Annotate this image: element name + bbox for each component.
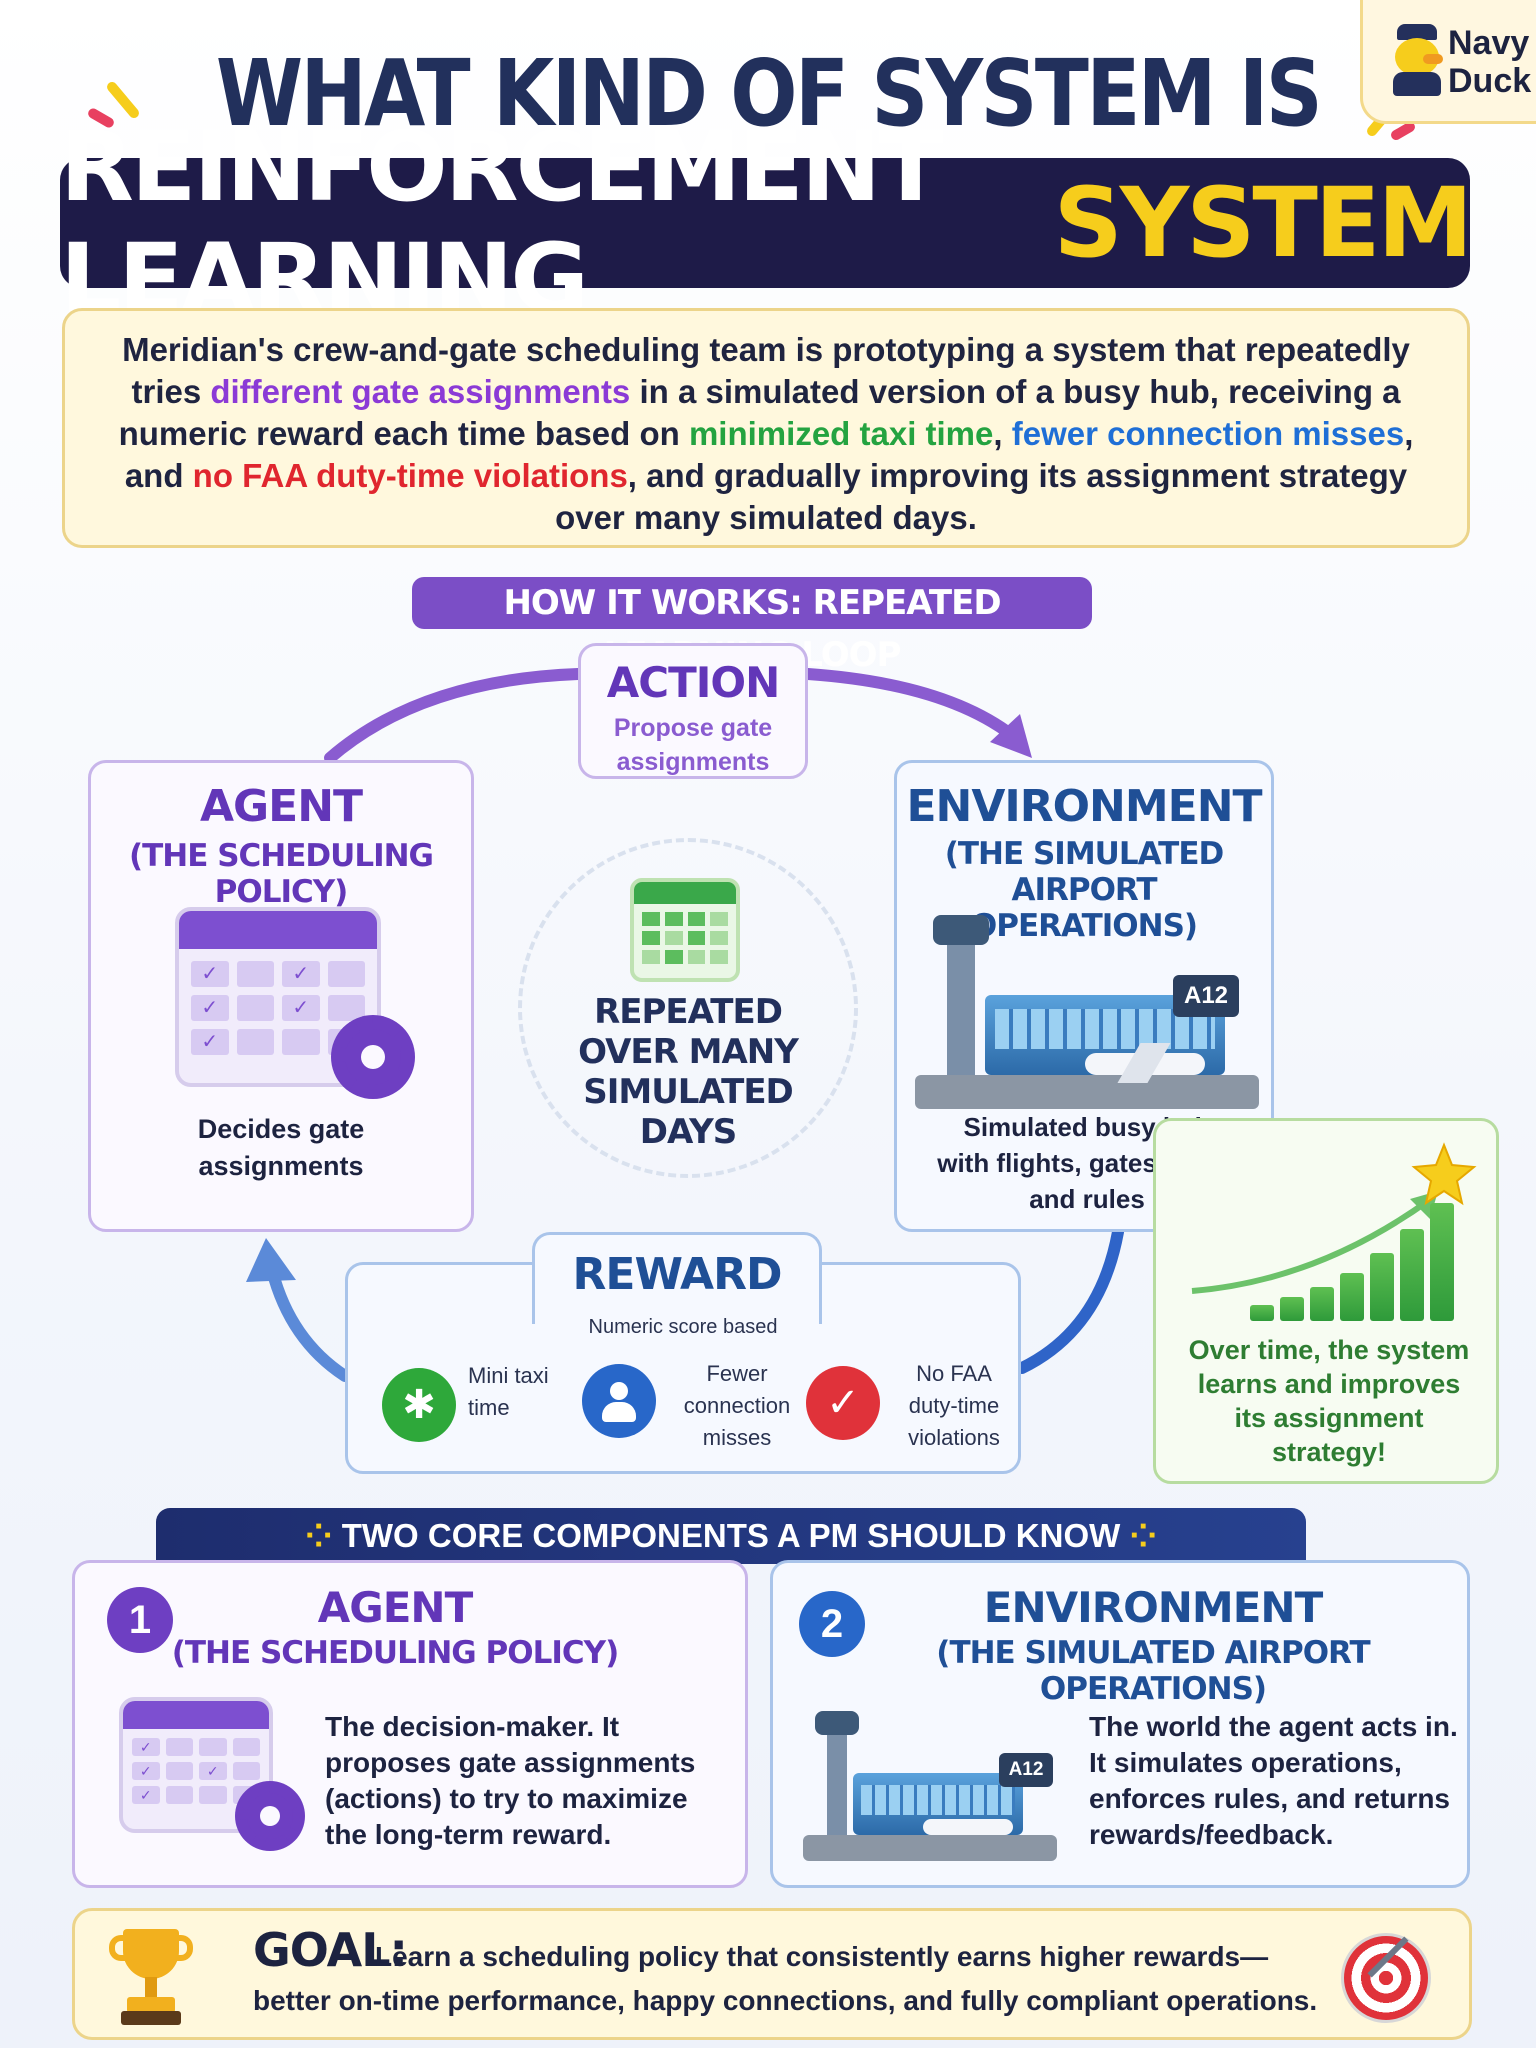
banner-highlight: SYSTEM (1053, 167, 1473, 279)
component-number: 1 (107, 1587, 173, 1653)
reward-tab: REWARD (532, 1232, 822, 1324)
component-environment-card: 2 ENVIRONMENT (THE SIMULATED AIRPORT OPE… (770, 1560, 1470, 1888)
component-subtitle: (THE SCHEDULING POLICY) (171, 1635, 620, 1671)
component-subtitle: (THE SIMULATED AIRPORT OPERATIONS) (936, 1635, 1370, 1707)
agent-title: AGENT (199, 781, 363, 832)
goal-text-line1: Learn a scheduling policy that consisten… (375, 1941, 1269, 1972)
growth-text: Over time, the system learns and improve… (1188, 1335, 1470, 1467)
gate-sign: A12 (1173, 975, 1239, 1017)
goal-label: GOAL: (253, 1923, 408, 1977)
agent-card: AGENT (THE SCHEDULING POLICY) ✓✓ ✓✓ ✓ De… (88, 760, 474, 1232)
logo-text: Navy Duck (1448, 24, 1532, 100)
shield-check-icon: ✓ (806, 1366, 880, 1440)
growth-bar (1250, 1305, 1274, 1321)
growth-bar (1400, 1229, 1424, 1321)
airplane-icon (923, 1819, 1013, 1835)
reward-item-label: Fewer connection misses (683, 1361, 791, 1450)
component-number: 2 (799, 1591, 865, 1657)
action-title: ACTION (606, 658, 780, 707)
gear-icon (331, 1015, 415, 1099)
trophy-icon (105, 1925, 197, 2029)
growth-bar (1340, 1273, 1364, 1321)
agent-subtitle: (THE SCHEDULING POLICY) (128, 838, 434, 910)
sparkle-icon: ⁘ (1120, 1517, 1158, 1554)
target-icon (1341, 1933, 1431, 2023)
duck-mascot-icon (1389, 24, 1445, 96)
people-icon (582, 1364, 656, 1438)
component-agent-card: 1 AGENT (THE SCHEDULING POLICY) ✓ ✓✓ ✓ T… (72, 1560, 748, 1888)
gate-sign: A12 (999, 1753, 1053, 1787)
loop-center-ring (518, 838, 858, 1178)
growth-card: Over time, the system learns and improve… (1153, 1118, 1499, 1484)
loop-section-label: HOW IT WORKS: REPEATED LEARNING LOOP (412, 577, 1092, 675)
action-description: Propose gate assignments (613, 714, 773, 776)
reward-item-label: No FAA duty-time violations (908, 1361, 1000, 1450)
intro-description: Meridian's crew-and-gate scheduling team… (62, 308, 1470, 548)
action-card: ACTION Propose gate assignments (578, 643, 808, 779)
gear-icon (235, 1781, 305, 1851)
environment-subtitle: (THE SIMULATED AIRPORT OPERATIONS) (944, 836, 1225, 944)
component-title: ENVIRONMENT (983, 1583, 1323, 1632)
component-description: The world the agent acts in. It simulate… (1089, 1711, 1458, 1850)
reward-title: REWARD (572, 1249, 783, 1300)
environment-title: ENVIRONMENT (906, 781, 1262, 832)
airport-icon: A12 (915, 903, 1259, 1113)
growth-bar (1430, 1203, 1454, 1321)
repeat-cycle-text: REPEATED OVER MANY SIMULATED DAYS (578, 992, 799, 1152)
components-banner: ⁘ TWO CORE COMPONENTS A PM SHOULD KNOW ⁘ (156, 1508, 1306, 1564)
goal-box: GOAL: Learn a scheduling policy that con… (72, 1908, 1472, 2040)
component-title: AGENT (317, 1583, 473, 1632)
growth-bar (1280, 1297, 1304, 1321)
component-description: The decision-maker. It proposes gate ass… (325, 1711, 696, 1850)
reward-item-label: Mini taxi time (468, 1363, 549, 1420)
goal-text-line2: better on-time performance, happy connec… (253, 1985, 1318, 2016)
sparkle-icon: ⁘ (304, 1517, 342, 1554)
growth-bar (1370, 1253, 1394, 1321)
reward-subtitle: Numeric score based (588, 1316, 778, 1338)
calendar-icon (630, 878, 740, 982)
environment-card: ENVIRONMENT (THE SIMULATED AIRPORT OPERA… (894, 760, 1274, 1232)
logo-badge (1360, 0, 1536, 124)
growth-chart-icon (1191, 1142, 1477, 1294)
airport-icon: A12 (803, 1703, 1057, 1863)
taxi-icon: ✱ (382, 1368, 456, 1442)
growth-bar (1310, 1287, 1334, 1321)
agent-description: Decides gate assignments (197, 1114, 365, 1181)
